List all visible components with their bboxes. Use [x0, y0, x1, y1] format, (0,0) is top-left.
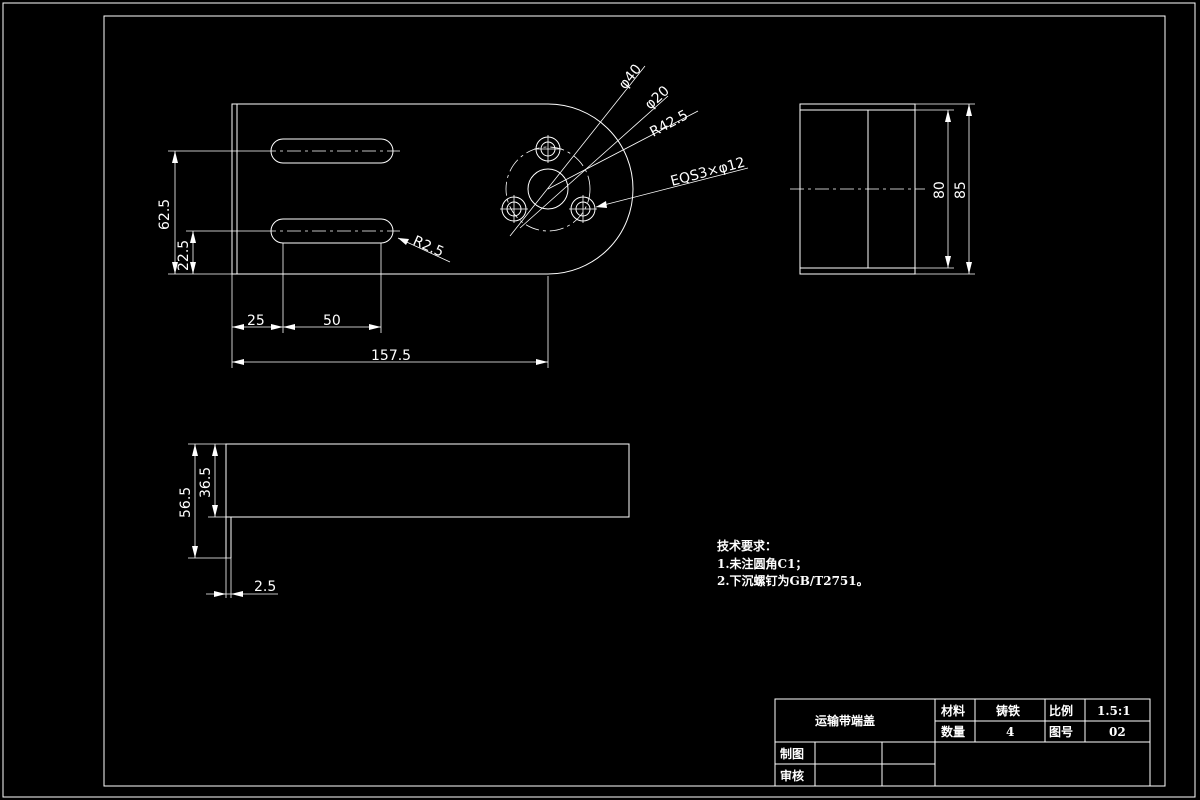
dim-r42-5: R42.5 [647, 107, 691, 140]
title-checked-by-label: 审核 [780, 768, 804, 783]
title-quantity-label: 数量 [941, 724, 965, 739]
bolt-circle [505, 146, 591, 232]
dim-phi40: φ40 [616, 61, 645, 92]
title-quantity-value: 4 [1006, 725, 1014, 739]
title-part-name: 运输带端盖 [815, 713, 875, 728]
notes-title: 技术要求： [717, 538, 777, 553]
dim-56-5: 56.5 [178, 487, 194, 518]
bolt-holes [500, 135, 597, 223]
side-view [790, 103, 975, 275]
dim-36-5: 36.5 [198, 467, 214, 498]
upper-slot [270, 138, 394, 164]
dim-2-5: 2.5 [254, 579, 276, 595]
dim-22-5: 22.5 [176, 240, 192, 271]
center-hole [527, 168, 569, 210]
dim-phi20: φ20 [642, 83, 673, 113]
front-view [231, 65, 749, 275]
title-material-label: 材料 [940, 703, 965, 718]
title-scale-value: 1.5:1 [1097, 704, 1131, 718]
dim-62-5: 62.5 [157, 199, 173, 230]
title-drawing-no-label: 图号 [1049, 724, 1073, 739]
dim-eqs: EQS3×φ12 [669, 155, 747, 190]
top-view [188, 443, 630, 598]
dim-25: 25 [247, 313, 265, 329]
dim-157-5: 157.5 [371, 348, 411, 364]
dim-r2-5: R2.5 [410, 233, 446, 261]
notes-line-2: 2.下沉螺钉为GB/T2751。 [717, 573, 869, 588]
title-block [774, 698, 1151, 787]
dim-85: 85 [953, 181, 969, 199]
horizontal-dimensions-bottom [231, 243, 549, 368]
title-drawing-no-value: 02 [1109, 725, 1126, 739]
title-scale-label: 比例 [1049, 703, 1073, 718]
drawing-frame [103, 15, 1166, 787]
title-material-value: 铸铁 [996, 703, 1020, 718]
title-drawn-by-label: 制图 [780, 746, 804, 761]
dim-80: 80 [932, 181, 948, 199]
notes-line-1: 1.未注圆角C1； [717, 556, 807, 571]
vertical-dimensions-left [168, 150, 262, 275]
dim-50: 50 [323, 313, 341, 329]
